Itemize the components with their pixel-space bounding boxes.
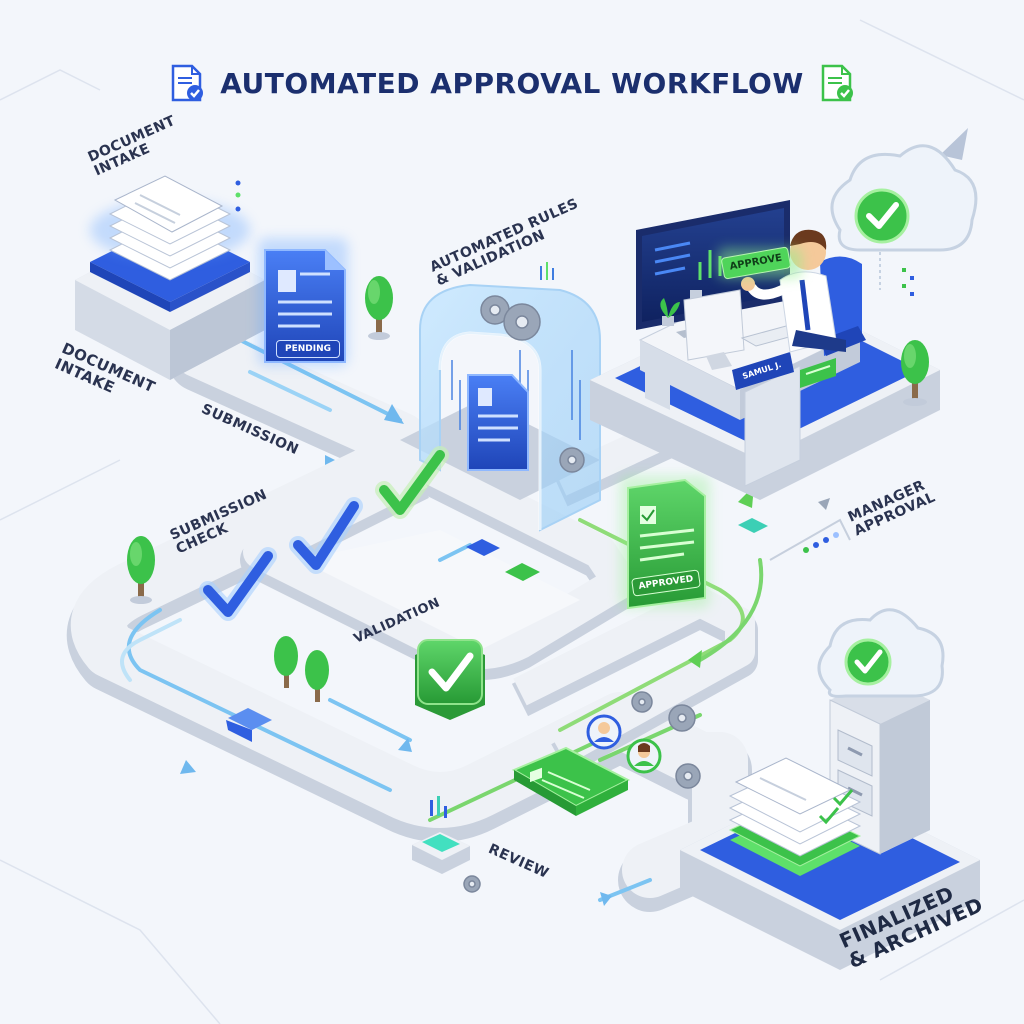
page-title: AUTOMATED APPROVAL WORKFLOW [220,66,804,100]
review-pedestal [412,796,470,874]
nameplate [732,352,794,390]
cloud-archive [817,608,945,698]
manager-avatar [741,229,846,353]
cloud-approval [830,144,978,296]
flow-arrowheads [180,404,612,906]
tree [305,650,329,702]
background-lines [0,19,1024,1024]
computer-monitor-front [683,289,745,370]
check-icon [203,551,273,617]
review-document [511,746,631,816]
document-intake-station [75,175,265,380]
progress-dots [769,498,851,561]
gate-document [467,374,529,471]
reviewers [586,714,662,774]
tree [365,276,393,340]
tree [274,636,298,688]
pending-document [258,238,348,366]
data-bars [540,262,554,280]
check-marks [199,446,449,621]
monitor [636,200,790,338]
gear-icon [480,295,585,473]
check-icon [428,652,474,692]
document-approved-icon [821,64,853,102]
check-icon [293,501,359,570]
validation-check-block [415,639,485,720]
file-cabinet [829,676,930,855]
pending-tag: PENDING [276,340,340,358]
check-icon [866,202,899,229]
paper-stack [108,175,232,281]
check-icon [379,450,445,515]
decor-triangle [940,128,968,160]
tree [901,340,929,406]
plant [660,298,680,326]
small-screen [800,358,836,388]
small-tiles [226,518,768,742]
finalized-archive [680,608,980,970]
document-check-icon [172,64,204,102]
trees [127,276,393,702]
data-dots [235,180,241,212]
automated-rules-gate [400,262,601,532]
archived-documents [728,757,862,876]
manager-station [590,200,940,500]
check-icon [854,649,883,674]
gear-icon [463,691,701,893]
title-bar: AUTOMATED APPROVAL WORKFLOW [0,58,1024,108]
tree [127,536,155,604]
